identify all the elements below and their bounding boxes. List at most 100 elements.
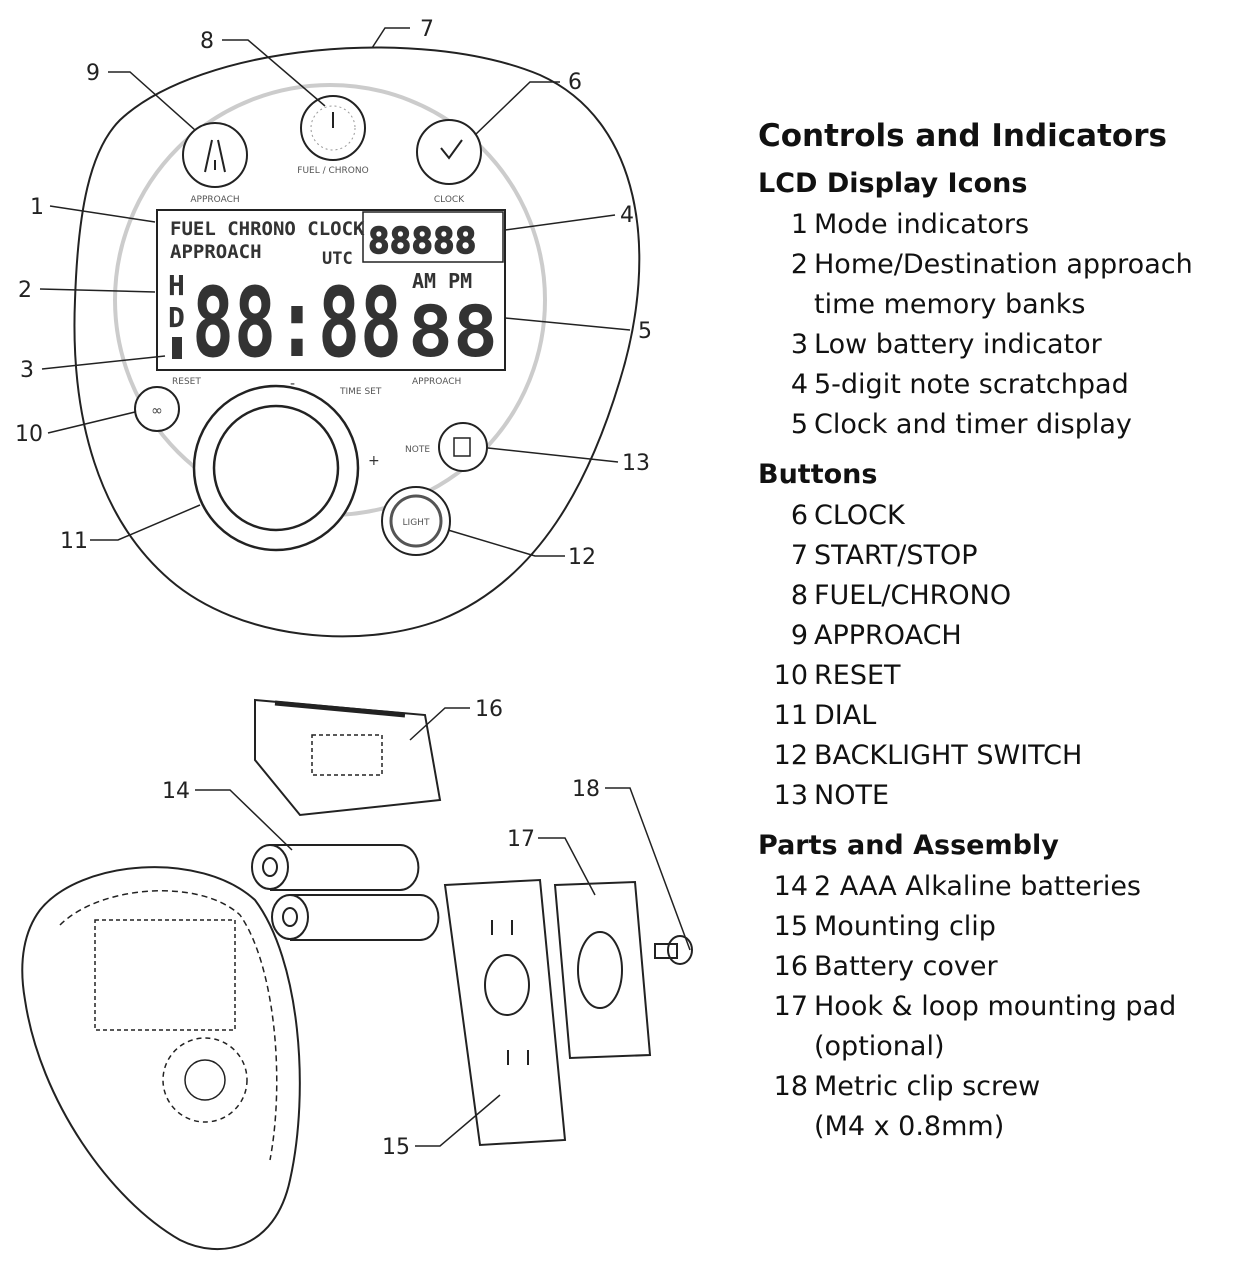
item-number: 13 — [773, 780, 808, 811]
callout-10: 10 — [15, 422, 43, 447]
note-button[interactable] — [438, 422, 488, 472]
clock-icon — [440, 139, 463, 160]
item-text: Mounting clip — [814, 911, 996, 942]
item-text: BACKLIGHT SWITCH — [814, 740, 1083, 771]
callout-13: 13 — [622, 451, 650, 476]
clock-label: CLOCK — [434, 195, 465, 205]
item-text: 5-digit note scratchpad — [814, 369, 1129, 400]
assembly-drawing — [21, 698, 693, 1251]
lcd-scratchpad: 88888 — [368, 221, 476, 262]
reset-button[interactable]: ∞ — [134, 386, 180, 432]
reset-label: RESET — [172, 377, 201, 387]
item-number: 17 — [773, 991, 808, 1022]
callout-11: 11 — [60, 529, 88, 554]
reset-icon: ∞ — [151, 403, 163, 419]
approach-button[interactable] — [182, 122, 248, 188]
section-title: LCD Display Icons — [758, 168, 1028, 199]
lcd-seconds: 88 — [408, 291, 498, 373]
back-housing — [21, 866, 301, 1251]
item-text: Battery cover — [814, 951, 998, 982]
lcd-utc: UTC — [322, 249, 353, 269]
callout-18: 18 — [572, 777, 600, 802]
lcd-memory-d: D — [168, 301, 185, 334]
time-set-label: TIME SET — [339, 387, 382, 397]
clock-button[interactable] — [416, 119, 482, 185]
approach-label: APPROACH — [190, 195, 239, 205]
callout-5: 5 — [638, 319, 652, 344]
item-number: 6 — [790, 500, 808, 531]
clip-screw — [654, 935, 693, 965]
fuel-chrono-label: FUEL / CHRONO — [297, 166, 368, 176]
legend: Controls and Indicators LCD Display Icon… — [758, 118, 1248, 1161]
item-text: Low battery indicator — [814, 329, 1102, 360]
note-icon — [453, 437, 471, 457]
callout-2: 2 — [18, 278, 32, 303]
item-number: 8 — [790, 580, 808, 611]
item-text: APPROACH — [814, 620, 962, 651]
item-number: 1 — [790, 209, 808, 240]
callout-15: 15 — [382, 1135, 410, 1160]
backlight-button[interactable]: LIGHT — [381, 486, 451, 556]
lcd-ampm: AM PM — [412, 269, 472, 293]
callout-numbers: 1 2 3 4 5 6 7 8 9 10 11 12 13 14 15 16 1… — [15, 17, 652, 1160]
legend-title: Controls and Indicators — [758, 118, 1167, 154]
note-label: NOTE — [405, 445, 430, 455]
item-number: 15 — [773, 911, 808, 942]
dial-plus: + — [368, 453, 380, 469]
callout-7: 7 — [420, 17, 434, 42]
item-number: 16 — [773, 951, 808, 982]
item-number: 4 — [790, 369, 808, 400]
callout-6: 6 — [568, 70, 582, 95]
batteries — [251, 844, 440, 941]
fuel-chrono-button[interactable] — [300, 95, 366, 161]
item-text: Hook & loop mounting pad (optional) — [814, 991, 1177, 1062]
item-number: 9 — [790, 620, 808, 651]
item-number: 11 — [773, 700, 808, 731]
section-title: Buttons — [758, 459, 878, 490]
stopwatch-icon — [310, 105, 356, 151]
section-title: Parts and Assembly — [758, 830, 1059, 861]
item-text: CLOCK — [814, 500, 905, 531]
hook-loop-pad — [553, 880, 652, 1060]
item-text: Mode indicators — [814, 209, 1030, 240]
callout-9: 9 — [86, 61, 100, 86]
dial[interactable] — [192, 384, 360, 552]
item-number: 2 — [790, 249, 808, 280]
approach-icon — [204, 139, 226, 173]
light-label: LIGHT — [403, 518, 430, 528]
callout-8: 8 — [200, 29, 214, 54]
device-body — [73, 46, 641, 638]
item-text: DIAL — [814, 700, 877, 731]
item-text: Home/Destination approach time memory ba… — [814, 249, 1193, 320]
callout-3: 3 — [20, 358, 34, 383]
callout-12: 12 — [568, 545, 596, 570]
mounting-clip — [443, 878, 567, 1147]
lcd-main-digits: 88:88 — [192, 267, 402, 379]
item-text: NOTE — [814, 780, 890, 811]
callout-4: 4 — [620, 203, 634, 228]
item-text: START/STOP — [814, 540, 978, 571]
assembly-callout-lines — [195, 707, 691, 1147]
item-number: 3 — [790, 329, 808, 360]
item-text: Metric clip screw (M4 x 0.8mm) — [814, 1071, 1041, 1142]
item-number: 5 — [790, 409, 808, 440]
approach-small-label: APPROACH — [412, 377, 461, 387]
item-number: 18 — [773, 1071, 808, 1102]
item-text: FUEL/CHRONO — [814, 580, 1012, 611]
callout-16: 16 — [475, 697, 503, 722]
